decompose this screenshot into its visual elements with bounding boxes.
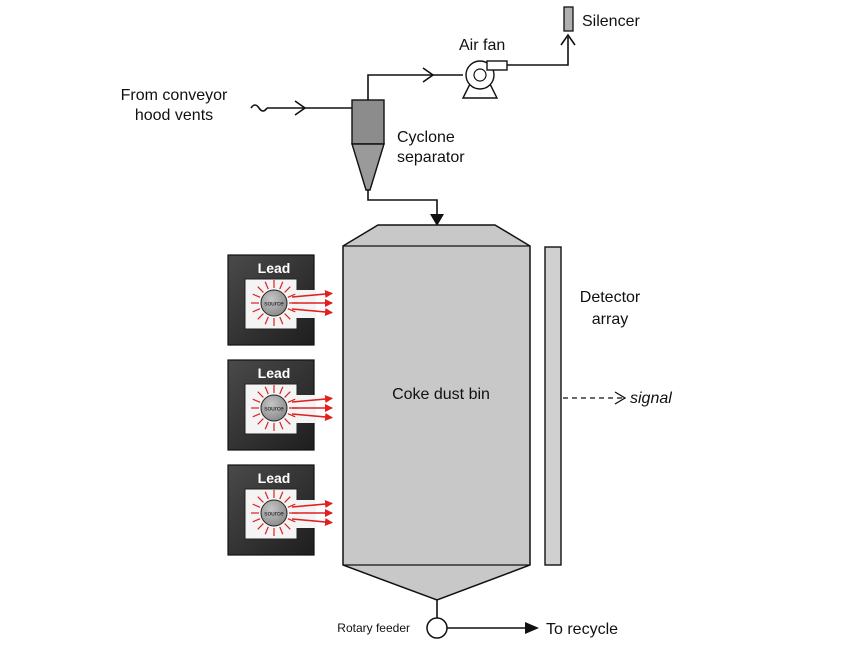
from-conveyor-label-line2: hood vents	[135, 107, 213, 124]
air-fan-icon	[461, 60, 508, 99]
signal-line	[563, 391, 627, 405]
signal-label: signal	[630, 390, 672, 407]
flow-arrow-icon	[422, 67, 435, 83]
air-fan-label: Air fan	[459, 37, 505, 54]
flow-arrow-icon	[525, 622, 539, 634]
to-recycle-label: To recycle	[546, 621, 618, 638]
lead-label: Lead	[258, 470, 291, 486]
detector-label-line2: array	[592, 311, 628, 328]
cyclone-label-line1: Cyclone	[397, 129, 455, 146]
inlet-flow-line	[250, 100, 352, 116]
lead-housing: Lead source	[227, 254, 333, 346]
bin-outlet	[426, 600, 539, 639]
radiation-rays	[251, 385, 333, 431]
radiation-rays	[251, 490, 333, 536]
cyclone-to-fan-pipe	[367, 67, 463, 100]
fan-to-silencer-pipe	[507, 33, 576, 66]
source-label: source	[264, 511, 284, 518]
from-conveyor-label-line1: From conveyor	[121, 87, 228, 104]
radiation-source-icon	[260, 289, 288, 317]
silencer-label: Silencer	[582, 13, 640, 30]
lead-label: Lead	[258, 365, 291, 381]
detector-label-line1: Detector	[580, 289, 641, 306]
cyclone-label-line2: separator	[397, 149, 465, 166]
lead-housing: Lead source	[227, 359, 333, 451]
source-label: source	[264, 301, 284, 308]
radiation-rays	[251, 280, 333, 326]
lead-label: Lead	[258, 260, 291, 276]
rotary-feeder-icon	[426, 617, 448, 639]
rotary-feeder-label: Rotary feeder	[337, 621, 410, 635]
bin-label: Coke dust bin	[392, 386, 490, 403]
source-label: source	[264, 406, 284, 413]
cyclone-separator-icon	[351, 99, 385, 191]
detector-array-icon	[544, 246, 562, 566]
radiation-source-icon	[260, 394, 288, 422]
coke-dust-bin	[342, 224, 531, 601]
flow-arrow-icon	[430, 214, 444, 226]
silencer-icon	[563, 6, 574, 32]
cyclone-to-bin-pipe	[367, 190, 444, 226]
flow-arrow-icon	[294, 100, 307, 116]
radiation-source-icon	[260, 499, 288, 527]
lead-housing: Lead source	[227, 464, 333, 556]
flow-arrow-icon	[560, 33, 576, 46]
